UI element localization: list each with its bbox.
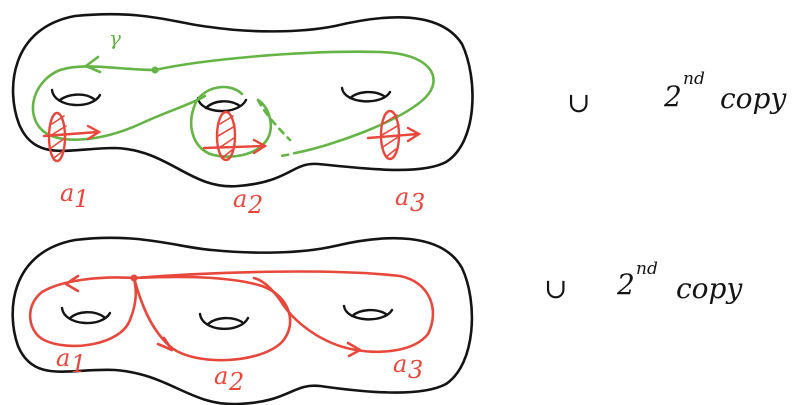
gamma-label: γ: [109, 26, 121, 50]
top-diagram: γ a 1 a 2 a 3: [13, 14, 472, 219]
top-copy-word: copy: [720, 82, 787, 115]
bottom-annotation: ∪ 2 nd copy: [544, 259, 743, 305]
svg-text:a: a: [233, 185, 247, 213]
svg-text:1: 1: [71, 350, 86, 378]
svg-text:a: a: [214, 362, 228, 390]
top-label-a1: a 1: [60, 179, 89, 213]
svg-text:3: 3: [408, 356, 423, 384]
bottom-curve-a2: [134, 277, 290, 360]
svg-text:a: a: [56, 344, 70, 372]
bottom-ordinal: 2: [616, 268, 635, 301]
svg-text:a: a: [395, 183, 409, 211]
top-curve-a2: [204, 112, 265, 160]
gamma-curve: [33, 52, 434, 157]
svg-text:1: 1: [74, 185, 89, 213]
top-ordinal-suffix: nd: [683, 69, 705, 89]
top-label-a2: a 2: [233, 185, 263, 219]
top-ordinal: 2: [663, 80, 682, 113]
bottom-hole-3: [344, 306, 392, 319]
svg-text:a: a: [393, 350, 407, 378]
top-hole-2: [198, 98, 246, 111]
bottom-label-a2: a 2: [214, 362, 244, 396]
bottom-basepoint: [131, 275, 138, 282]
top-surface-outline: [13, 14, 472, 186]
bottom-hole-2: [200, 314, 248, 329]
top-hole-3: [342, 88, 390, 101]
top-annotation: ∪ 2 nd copy: [567, 69, 787, 119]
top-label-a3: a 3: [395, 183, 425, 217]
top-hole-1: [52, 90, 100, 105]
svg-text:2: 2: [228, 368, 244, 396]
bottom-diagram: a 1 a 2 a 3: [13, 238, 472, 404]
bottom-ordinal-suffix: nd: [636, 259, 658, 279]
bottom-label-a3: a 3: [393, 350, 423, 384]
bottom-copy-word: copy: [676, 272, 743, 305]
top-union-symbol: ∪: [567, 86, 590, 119]
svg-text:a: a: [60, 179, 74, 207]
bottom-curve-a1: [30, 276, 136, 346]
svg-text:2: 2: [247, 191, 263, 219]
svg-text:3: 3: [410, 189, 425, 217]
bottom-hole-1: [62, 308, 110, 323]
bottom-union-symbol: ∪: [544, 272, 567, 305]
gamma-basepoint: [152, 67, 159, 74]
